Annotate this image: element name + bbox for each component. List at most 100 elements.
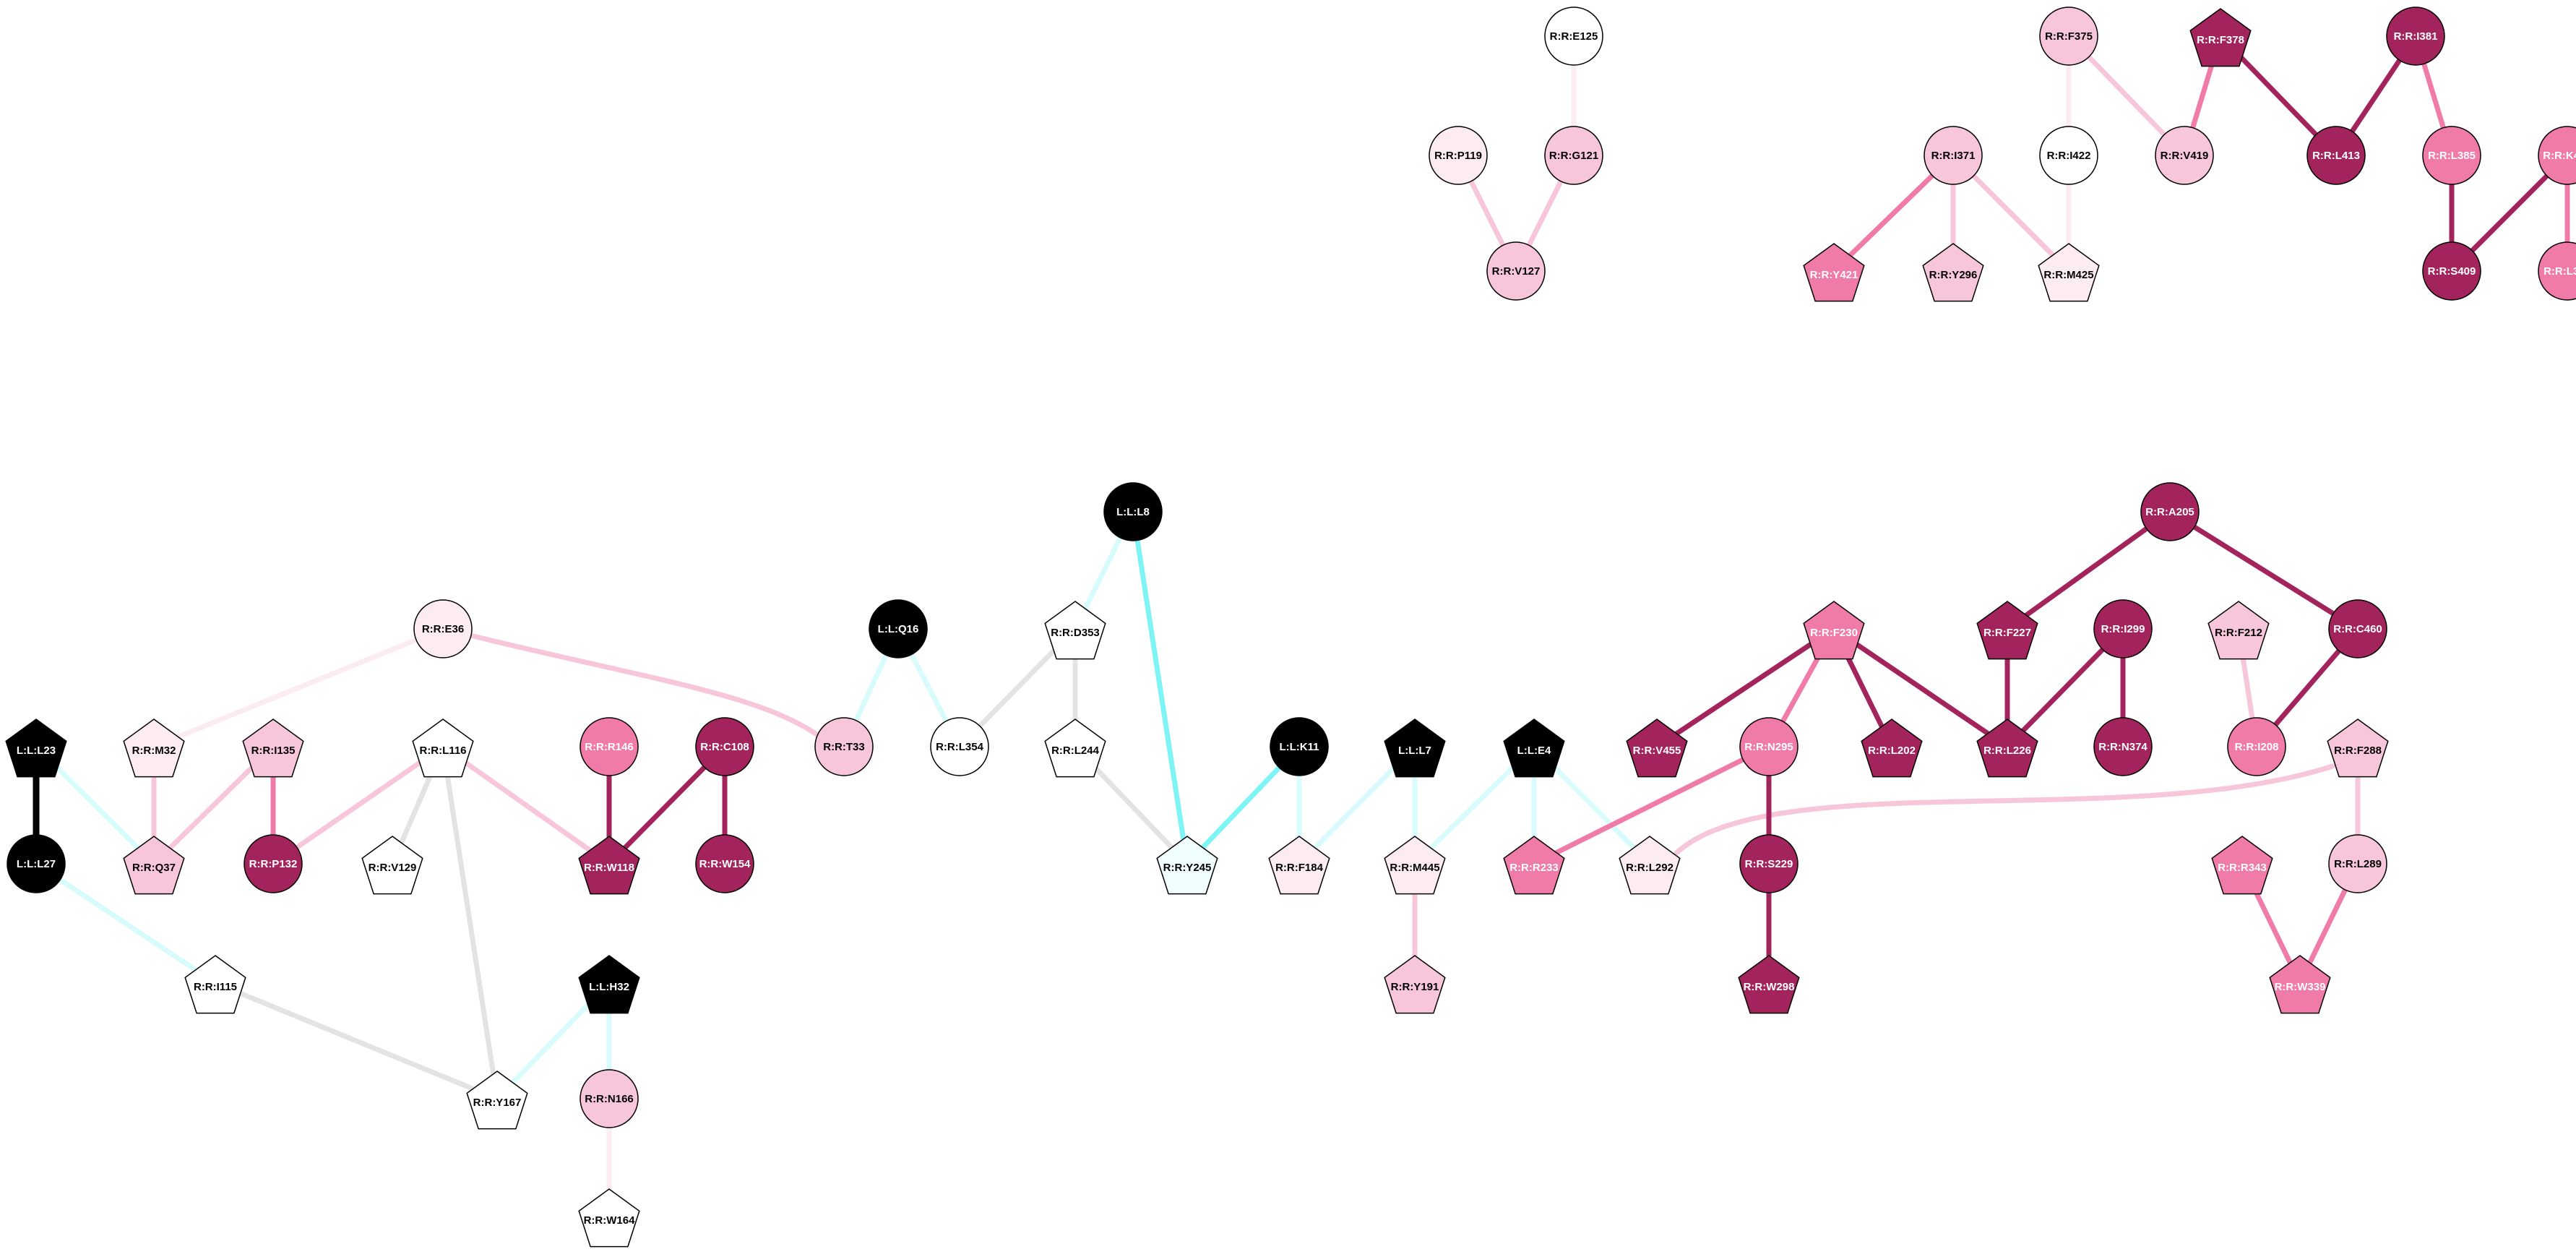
node-f378: R:R:F378 <box>2189 8 2252 67</box>
node-m445-label: R:R:M445 <box>1390 862 1439 874</box>
node-e36: R:R:E36 <box>413 599 473 658</box>
node-i422: R:R:I422 <box>2039 126 2098 185</box>
node-w154-label: R:R:W154 <box>699 858 751 870</box>
node-i208: R:R:I208 <box>2227 717 2286 776</box>
node-c108-label: R:R:C108 <box>700 741 749 753</box>
node-l8-label: L:L:L8 <box>1116 506 1150 518</box>
node-w298: R:R:W298 <box>1738 955 1800 1014</box>
node-m425: R:R:M425 <box>2038 243 2100 302</box>
node-l23-shape <box>5 718 67 778</box>
node-q37: R:R:Q37 <box>123 836 185 895</box>
node-r343-label: R:R:R343 <box>2218 862 2267 874</box>
node-f184-label: R:R:F184 <box>1275 862 1324 874</box>
node-w339: R:R:W339 <box>2269 955 2331 1014</box>
node-w339-label: R:R:W339 <box>2275 981 2326 993</box>
node-v127-shape <box>1486 241 1546 301</box>
node-n166: R:R:N166 <box>580 1069 639 1128</box>
node-r146-shape <box>580 717 639 776</box>
node-i208-shape <box>2227 717 2286 776</box>
node-p132-label: R:R:P132 <box>249 858 298 870</box>
node-a205-label: R:R:A205 <box>2145 506 2194 518</box>
node-m445-shape <box>1384 836 1446 895</box>
edge-a205-c460 <box>2167 509 2361 632</box>
edge-n295-r233 <box>1531 744 1772 867</box>
node-l27-shape <box>7 834 66 893</box>
node-i135-shape <box>242 718 304 778</box>
node-d353-shape <box>1044 601 1106 660</box>
node-w154-shape <box>695 834 754 893</box>
node-f378-label: R:R:F378 <box>2197 34 2244 46</box>
node-l202-label: R:R:L202 <box>1868 745 1916 757</box>
node-n166-label: R:R:N166 <box>585 1093 634 1105</box>
node-w298-label: R:R:W298 <box>1744 981 1795 993</box>
node-r146-label: R:R:R146 <box>585 741 634 753</box>
node-r146: R:R:R146 <box>580 717 639 776</box>
node-l202-shape <box>1861 718 1923 778</box>
node-l116-shape <box>412 718 474 778</box>
node-f230-shape <box>1803 601 1865 660</box>
node-l7: L:L:L7 <box>1384 718 1446 778</box>
node-p119: R:R:P119 <box>1429 126 1488 185</box>
edge-l8-y245 <box>1130 509 1190 867</box>
node-i208-label: R:R:I208 <box>2235 741 2279 753</box>
node-c460-label: R:R:C460 <box>2333 623 2382 635</box>
node-n295-label: R:R:N295 <box>1744 741 1793 753</box>
node-f288-label: R:R:F288 <box>2334 745 2382 757</box>
node-i371-label: R:R:I371 <box>1931 150 1976 162</box>
node-l226-label: R:R:L226 <box>1983 745 2031 757</box>
node-p132: R:R:P132 <box>244 834 303 893</box>
node-y167-label: R:R:Y167 <box>473 1097 522 1109</box>
node-r233-label: R:R:R233 <box>1509 862 1559 874</box>
node-k11: L:L:K11 <box>1270 717 1329 776</box>
node-l116: R:R:L116 <box>412 718 474 778</box>
node-p132-shape <box>244 834 303 893</box>
node-g121-shape <box>1544 126 1603 185</box>
node-l292-label: R:R:L292 <box>1626 862 1673 874</box>
node-l354-shape <box>930 717 989 776</box>
node-s229-label: R:R:S229 <box>1745 858 1793 870</box>
node-l116-label: R:R:L116 <box>419 745 466 757</box>
node-l244-shape <box>1044 718 1106 778</box>
node-w118-label: R:R:W118 <box>584 862 634 874</box>
node-e4: L:L:E4 <box>1503 718 1565 778</box>
node-m32-label: R:R:M32 <box>132 745 176 757</box>
node-l23: L:L:L23 <box>5 718 67 778</box>
node-i115-shape <box>184 955 246 1014</box>
node-i371-shape <box>1924 126 1983 185</box>
node-k11-label: L:L:K11 <box>1279 741 1319 753</box>
node-l8: L:L:L8 <box>1103 482 1163 541</box>
node-y245: R:R:Y245 <box>1156 836 1218 895</box>
node-f375: R:R:F375 <box>2039 7 2098 66</box>
node-h32: L:L:H32 <box>578 955 640 1014</box>
edge-l116-y167 <box>440 744 500 1102</box>
node-i299-shape <box>2093 599 2153 658</box>
node-n295: R:R:N295 <box>1739 717 1799 776</box>
edge-l27-i115 <box>33 861 218 986</box>
node-r343: R:R:R343 <box>2211 836 2273 895</box>
node-f212: R:R:F212 <box>2207 601 2270 660</box>
node-i422-label: R:R:I422 <box>2047 150 2091 162</box>
node-v129-label: R:R:V129 <box>369 862 417 874</box>
node-m32-shape <box>123 718 185 778</box>
node-r233-shape <box>1503 836 1565 895</box>
node-l385-shape <box>2422 126 2481 185</box>
edge-f288-l292 <box>1673 763 2335 856</box>
node-l7-label: L:L:L7 <box>1398 745 1431 757</box>
node-l244: R:R:L244 <box>1044 718 1106 778</box>
node-q37-shape <box>123 836 185 895</box>
node-w118-shape <box>578 836 640 895</box>
node-e125: R:R:E125 <box>1544 7 1603 66</box>
node-c108: R:R:C108 <box>695 717 754 776</box>
edge-i115-y167 <box>212 980 500 1102</box>
node-i135: R:R:I135 <box>242 718 304 778</box>
node-v419-label: R:R:V419 <box>2161 150 2209 162</box>
node-k405-shape <box>2538 126 2576 185</box>
node-w339-shape <box>2269 955 2331 1014</box>
node-n374: R:R:N374 <box>2093 717 2153 776</box>
node-v127-label: R:R:V127 <box>1492 265 1541 278</box>
node-p119-label: R:R:P119 <box>1434 150 1482 162</box>
node-k405-label: R:R:K405 <box>2543 150 2576 162</box>
node-r233: R:R:R233 <box>1503 836 1565 895</box>
